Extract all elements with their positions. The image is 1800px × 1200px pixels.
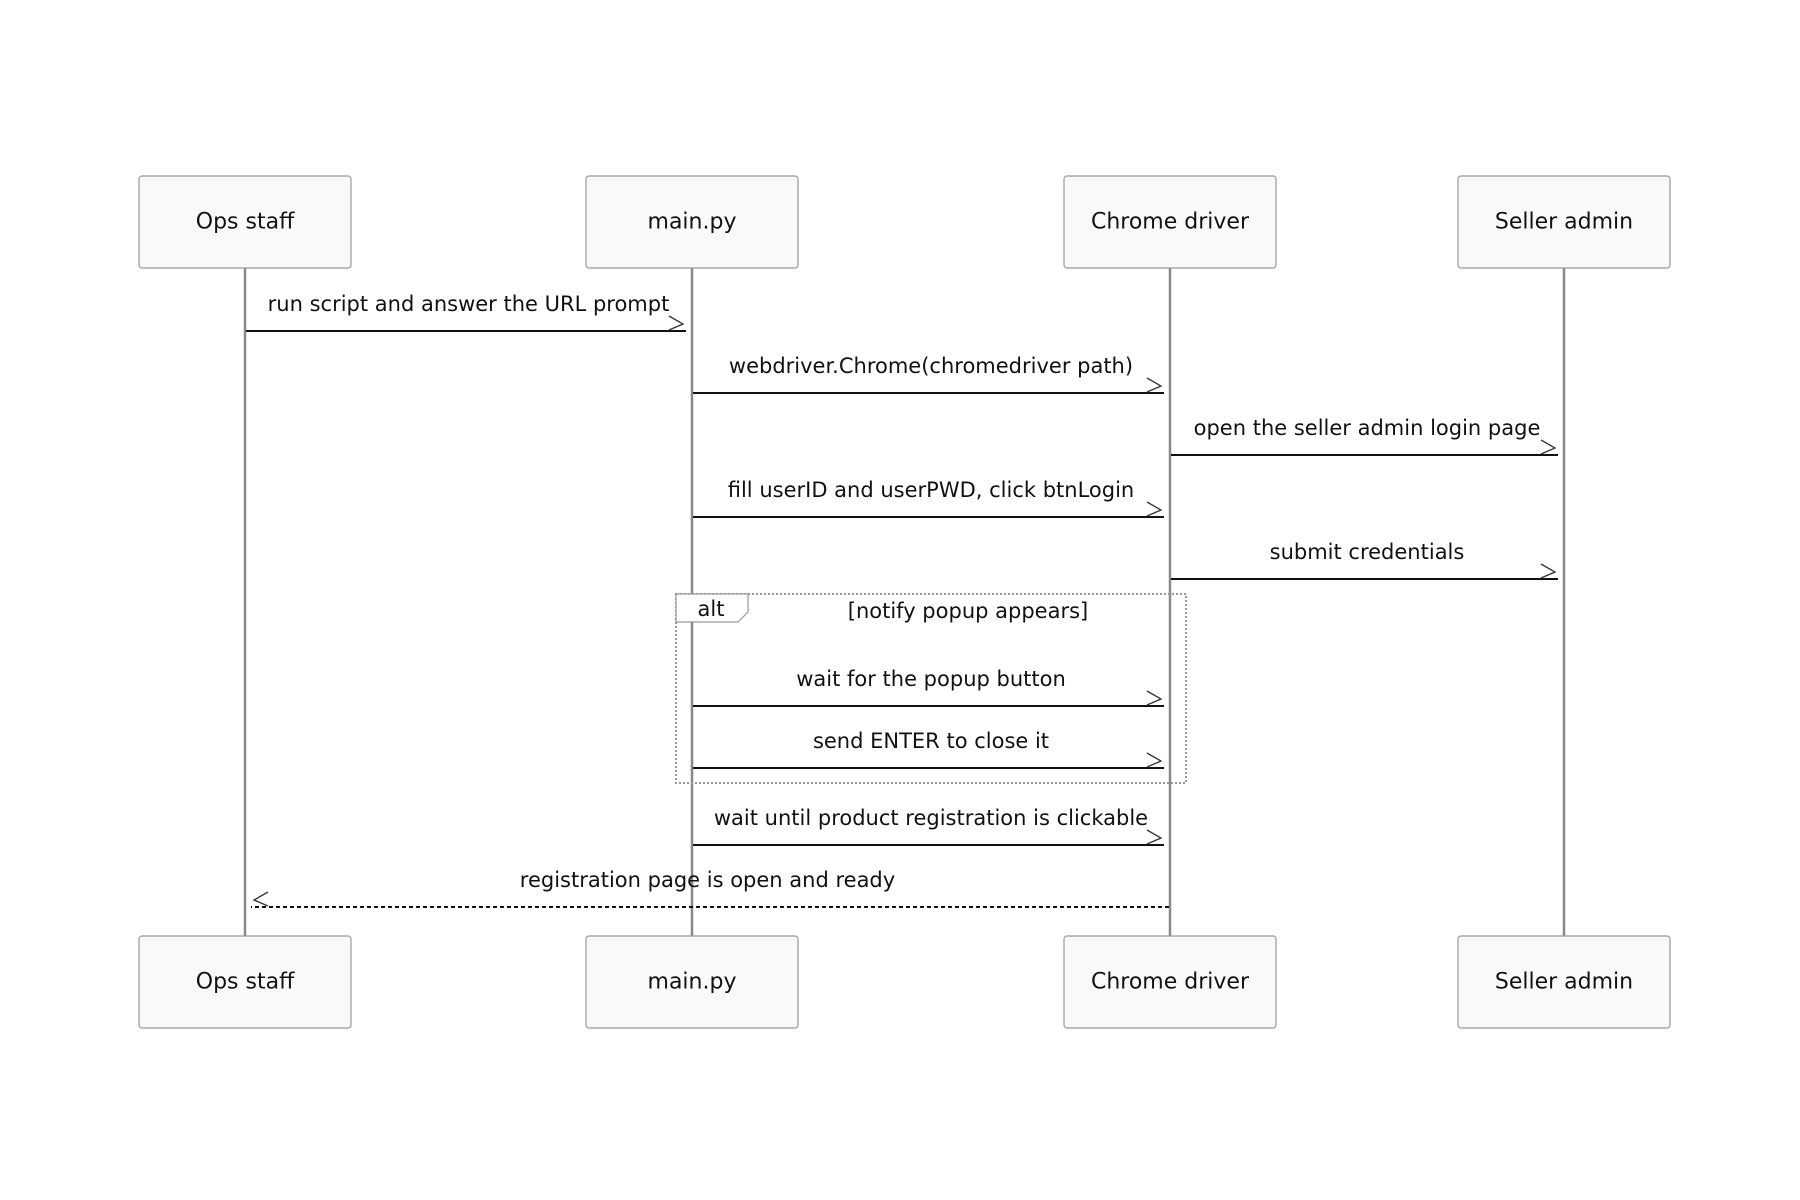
participant-box — [1457, 175, 1671, 269]
message-5: submit credentials — [1171, 540, 1558, 580]
participant-label: Chrome driver — [1091, 210, 1250, 235]
participant-box — [585, 175, 799, 269]
fragments: alt [notify popup appears] — [675, 593, 1187, 784]
message-9: registration page is open and ready — [251, 868, 1169, 908]
message-label: open the seller admin login page — [1194, 416, 1541, 440]
fragment-condition: [notify popup appears] — [848, 599, 1088, 623]
message-6: wait for the popup button — [693, 667, 1164, 707]
message-8: wait until product registration is click… — [693, 806, 1164, 846]
message-label: webdriver.Chrome(chromedriver path) — [729, 354, 1133, 378]
arrowhead-icon — [1146, 752, 1163, 768]
message-2: webdriver.Chrome(chromedriver path) — [693, 354, 1164, 394]
fragment-tab — [675, 593, 749, 623]
participant-label: Seller admin — [1495, 970, 1633, 995]
arrowhead-icon — [1540, 439, 1557, 455]
participant-box — [1457, 935, 1671, 1029]
arrowhead-icon — [1146, 829, 1163, 845]
message-label: submit credentials — [1270, 540, 1465, 564]
message-1: run script and answer the URL prompt — [246, 292, 686, 332]
participant-chrome-top: Chrome driver — [1063, 175, 1277, 269]
message-label: send ENTER to close it — [813, 729, 1049, 753]
arrowhead-icon — [252, 891, 269, 907]
fragment-alt: alt [notify popup appears] — [675, 593, 1187, 784]
fragment-frame — [675, 593, 1187, 784]
participant-chrome-bottom: Chrome driver — [1063, 935, 1277, 1029]
message-7: send ENTER to close it — [693, 729, 1164, 769]
messages: run script and answer the URL prompt webd… — [246, 292, 1558, 908]
participant-label: main.py — [648, 970, 737, 995]
participant-seller-bottom: Seller admin — [1457, 935, 1671, 1029]
message-3: open the seller admin login page — [1171, 416, 1558, 456]
participant-box — [585, 935, 799, 1029]
participant-box — [138, 935, 352, 1029]
fragment-keyword: alt — [698, 597, 725, 621]
participant-label: Ops staff — [196, 210, 295, 235]
participant-seller-top: Seller admin — [1457, 175, 1671, 269]
participant-box — [1063, 175, 1277, 269]
participant-label: main.py — [648, 210, 737, 235]
participant-ops-top: Ops staff — [138, 175, 352, 269]
message-label: fill userID and userPWD, click btnLogin — [728, 478, 1134, 502]
participant-ops-bottom: Ops staff — [138, 935, 352, 1029]
lifelines — [243, 268, 1566, 936]
message-label: wait until product registration is click… — [714, 806, 1148, 830]
participant-main-bottom: main.py — [585, 935, 799, 1029]
participant-box — [138, 175, 352, 269]
message-4: fill userID and userPWD, click btnLogin — [693, 478, 1164, 518]
participant-main-top: main.py — [585, 175, 799, 269]
participant-box — [1063, 935, 1277, 1029]
arrowhead-icon — [1146, 377, 1163, 393]
message-label: wait for the popup button — [796, 667, 1066, 691]
arrowhead-icon — [1540, 563, 1557, 579]
participant-label: Ops staff — [196, 970, 295, 995]
participant-label: Seller admin — [1495, 210, 1633, 235]
arrowhead-icon — [1146, 690, 1163, 706]
message-label: registration page is open and ready — [520, 868, 895, 892]
participant-label: Chrome driver — [1091, 970, 1250, 995]
message-label: run script and answer the URL prompt — [268, 292, 670, 316]
arrowhead-icon — [668, 315, 685, 331]
arrowhead-icon — [1146, 501, 1163, 517]
